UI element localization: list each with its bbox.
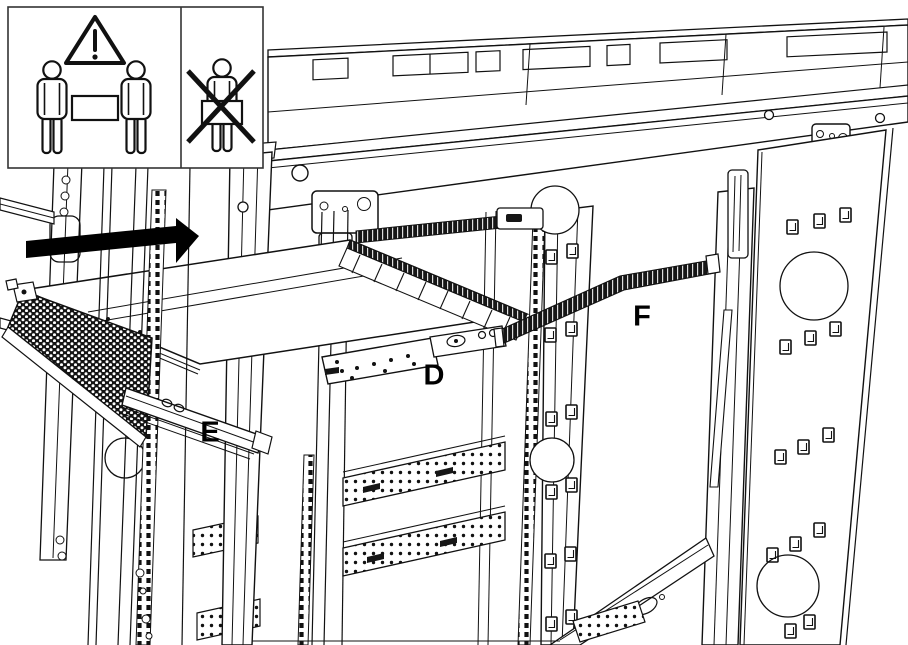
server-front-bezel bbox=[1, 278, 153, 448]
single-person-lift-prohibited-icon bbox=[186, 58, 256, 153]
warning-triangle-icon bbox=[64, 15, 126, 65]
two-person-lift-icon bbox=[36, 60, 152, 155]
rack-cross-members bbox=[192, 435, 715, 645]
insertion-direction-arrow-right-icon bbox=[26, 218, 199, 263]
rack-side-panel bbox=[739, 127, 894, 645]
rack-front-left-post bbox=[221, 141, 277, 645]
right-slide-rail bbox=[355, 207, 544, 244]
rack-right-post bbox=[701, 169, 755, 645]
left-slide-rail-outer-F bbox=[493, 253, 721, 348]
warning-inset bbox=[7, 6, 264, 169]
front-mount-rail-E bbox=[119, 387, 273, 460]
part-label-e: E bbox=[200, 416, 220, 449]
part-label-d: D bbox=[423, 359, 445, 392]
rack-middle-post bbox=[477, 185, 594, 645]
rack-top-panel bbox=[267, 18, 908, 151]
part-label-f: F bbox=[633, 300, 651, 333]
server-corner-cap bbox=[5, 278, 38, 303]
left-slide-rail-inner-D bbox=[321, 325, 507, 385]
